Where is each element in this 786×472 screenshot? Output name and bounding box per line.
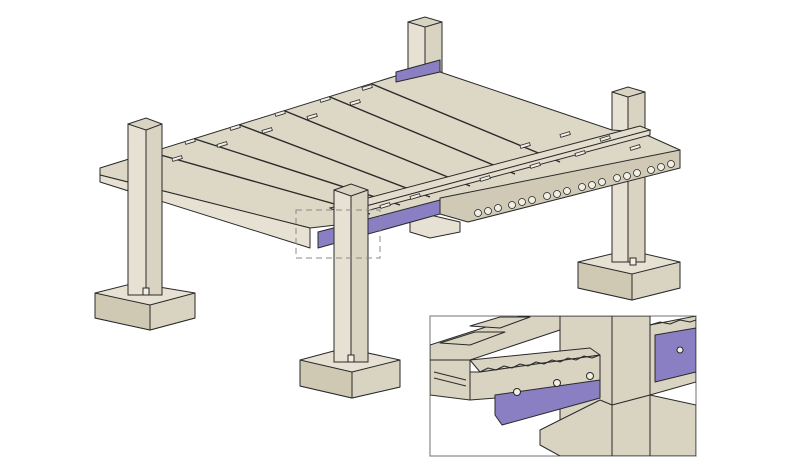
deck-right-edge — [439, 149, 681, 223]
inset-bearing-strip — [494, 379, 601, 426]
bolt-plate-back-right — [629, 257, 637, 266]
bearing-strip-back — [395, 59, 441, 83]
footing-front-left — [94, 282, 196, 331]
hollow-core-ends — [474, 160, 675, 217]
inset-bearing-strip-right — [654, 327, 696, 383]
column-front-middle — [333, 183, 369, 363]
footing-front-middle — [299, 347, 401, 399]
column-front-left — [127, 117, 163, 296]
column-back-left — [407, 16, 443, 73]
footing-back-right — [577, 249, 681, 301]
detail-inset — [429, 315, 697, 457]
slab-joints — [149, 83, 561, 215]
detail-callout-box — [295, 209, 381, 259]
